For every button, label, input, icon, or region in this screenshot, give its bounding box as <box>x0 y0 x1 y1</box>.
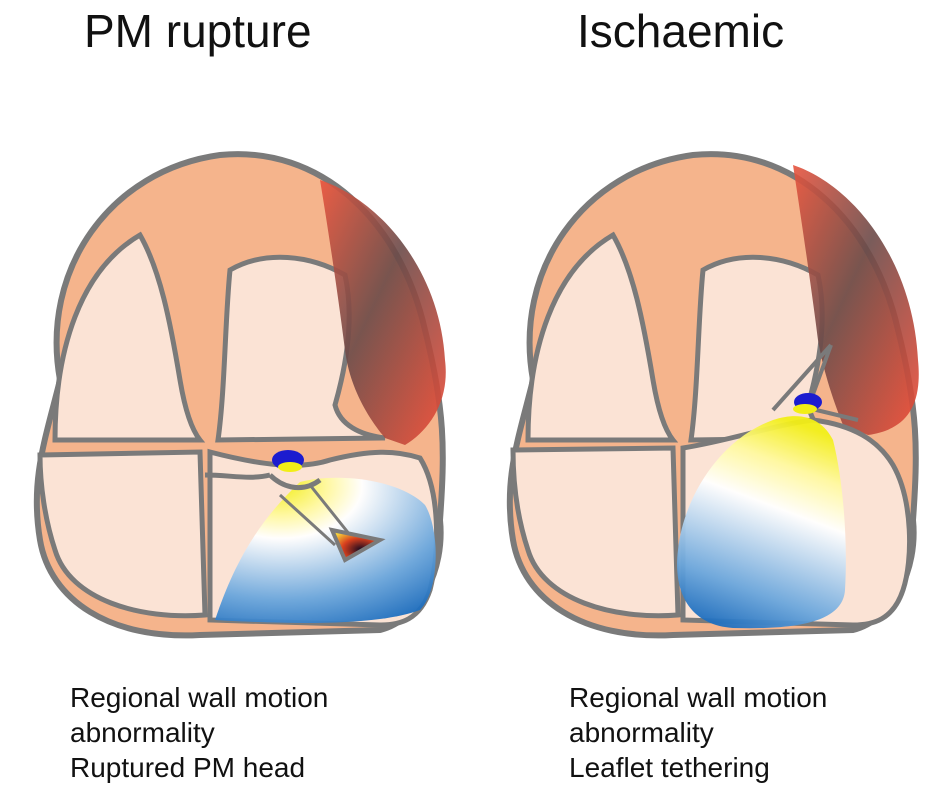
caption-line: Regional wall motion <box>70 680 328 715</box>
caption-line: abnormality <box>569 715 827 750</box>
panel-title-ischaemic: Ischaemic <box>577 4 784 58</box>
caption-ischaemic: Regional wall motion abnormality Leaflet… <box>569 680 827 785</box>
panel-ischaemic: Ischaemic Regional <box>475 0 949 785</box>
caption-line: Leaflet tethering <box>569 750 827 785</box>
heart-diagram-ischaemic <box>473 120 948 660</box>
panel-pm-rupture: PM rupture <box>0 0 475 785</box>
caption-line: abnormality <box>70 715 328 750</box>
caption-pm-rupture: Regional wall motion abnormality Rupture… <box>70 680 328 785</box>
caption-line: Regional wall motion <box>569 680 827 715</box>
heart-diagram-pm-rupture <box>0 120 475 660</box>
panel-title-pm-rupture: PM rupture <box>84 4 312 58</box>
caption-line: Ruptured PM head <box>70 750 328 785</box>
